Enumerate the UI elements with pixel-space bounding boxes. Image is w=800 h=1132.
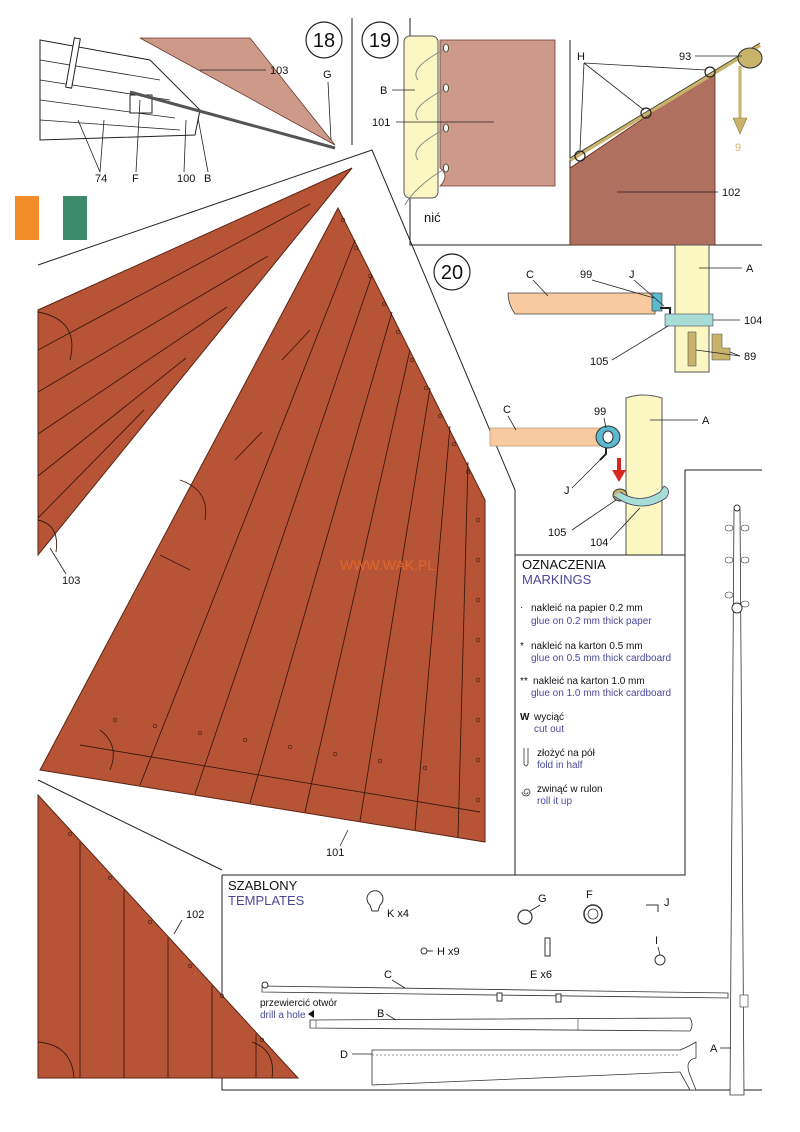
svg-text:A: A (710, 1043, 718, 1055)
svg-text:B: B (380, 85, 387, 97)
markings-title-en: MARKINGS (522, 572, 592, 587)
template-b (309, 1017, 693, 1032)
svg-text:złożyć na pół: złożyć na pół (537, 748, 596, 759)
svg-text:nakleić na karton 1.0 mm: nakleić na karton 1.0 mm (533, 676, 645, 687)
svg-text:101: 101 (372, 117, 390, 129)
fold-icon (523, 748, 529, 767)
svg-text:89: 89 (744, 351, 756, 363)
step-19-badge: 19 (361, 21, 399, 59)
svg-text:nić: nić (424, 210, 441, 225)
svg-text:B: B (377, 1008, 384, 1020)
svg-text:99: 99 (594, 406, 606, 418)
svg-text:20: 20 (441, 262, 463, 284)
svg-text:C: C (503, 404, 511, 416)
svg-text:103: 103 (62, 575, 80, 587)
template-h (420, 947, 428, 955)
step-19-rings-illustration: 9 H 93 102 (568, 42, 763, 246)
step-20-top-illustration: C 99 J A 104 105 89 (507, 244, 762, 373)
templates-title-en: TEMPLATES (228, 893, 305, 908)
template-j (646, 904, 659, 912)
svg-text:nakleić na papier 0.2 mm: nakleić na papier 0.2 mm (531, 603, 643, 614)
svg-text:I: I (655, 935, 658, 947)
watermark: WWW.WAK.PL (340, 557, 435, 573)
svg-text:przewiercić otwór: przewiercić otwór (260, 998, 338, 1009)
svg-text:drill a hole: drill a hole (260, 1010, 306, 1021)
svg-text:74: 74 (95, 173, 107, 185)
svg-text:100: 100 (177, 173, 195, 185)
svg-text:W: W (520, 712, 530, 723)
sail-part-102: 102 (37, 793, 300, 1079)
svg-text:*: * (520, 641, 524, 652)
step-19-lacing-illustration: B 101 nić (372, 35, 556, 225)
markings-legend: OZNACZENIA MARKINGS · nakleić na papier … (515, 554, 685, 807)
template-f (583, 904, 603, 924)
svg-text:wyciąć: wyciąć (533, 712, 564, 723)
step-18-badge: 18 (305, 21, 343, 59)
svg-text:102: 102 (722, 187, 740, 199)
svg-text:D: D (340, 1049, 348, 1061)
svg-text:9: 9 (735, 142, 741, 154)
step-20-exploded-illustration: C 99 A J 105 104 (489, 394, 710, 556)
sail-part-103: 103 (37, 167, 353, 587)
svg-text:K x4: K x4 (387, 908, 409, 920)
svg-text:H: H (577, 51, 585, 63)
sail-part-101: 101 (39, 206, 486, 859)
svg-text:104: 104 (744, 315, 762, 327)
svg-text:C: C (526, 269, 534, 281)
svg-text:glue on 0.5 mm thick cardboard: glue on 0.5 mm thick cardboard (531, 653, 671, 664)
template-d (371, 1041, 697, 1091)
roll-icon (521, 788, 531, 797)
svg-text:G: G (323, 69, 332, 81)
templates-section: SZABLONY TEMPLATES K x4 G F J H x9 E x6 … (228, 504, 750, 1096)
step-18-illustration: 103 G 74 F 100 B (39, 37, 336, 185)
svg-text:fold in half: fold in half (537, 760, 583, 771)
svg-text:glue on 0.2 mm thick paper: glue on 0.2 mm thick paper (531, 616, 652, 627)
svg-text:**: ** (520, 676, 528, 687)
svg-text:J: J (664, 897, 670, 909)
svg-text:F: F (132, 173, 139, 185)
template-c (261, 985, 729, 999)
step-20-badge: 20 (433, 253, 471, 291)
svg-text:104: 104 (590, 537, 608, 549)
svg-text:93: 93 (679, 51, 691, 63)
svg-text:glue on 1.0 mm thick cardboard: glue on 1.0 mm thick cardboard (531, 688, 671, 699)
svg-text:105: 105 (548, 527, 566, 539)
svg-text:99: 99 (580, 269, 592, 281)
svg-text:101: 101 (326, 847, 344, 859)
svg-text:A: A (746, 263, 754, 275)
svg-text:C: C (384, 969, 392, 981)
svg-text:B: B (204, 173, 211, 185)
flag-icon (15, 196, 87, 240)
svg-text:·: · (520, 602, 523, 613)
template-i (654, 954, 666, 966)
svg-text:F: F (586, 889, 593, 901)
svg-text:A: A (702, 415, 710, 427)
templates-title: SZABLONY (228, 878, 298, 893)
svg-text:zwinąć w rulon: zwinąć w rulon (537, 784, 603, 795)
template-k (366, 890, 384, 912)
svg-text:102: 102 (186, 909, 204, 921)
svg-text:18: 18 (313, 30, 335, 52)
svg-text:E x6: E x6 (530, 969, 552, 981)
svg-text:roll it up: roll it up (537, 796, 572, 807)
svg-text:19: 19 (369, 30, 391, 52)
svg-text:H x9: H x9 (437, 946, 460, 958)
svg-text:J: J (629, 269, 635, 281)
template-g (517, 909, 533, 925)
sail-101-eyelets (112, 217, 481, 803)
svg-text:nakleić na karton 0.5 mm: nakleić na karton 0.5 mm (531, 641, 643, 652)
svg-text:G: G (538, 893, 547, 905)
svg-text:J: J (564, 485, 570, 497)
markings-title: OZNACZENIA (522, 557, 606, 572)
template-e (544, 937, 551, 957)
svg-text:103: 103 (270, 65, 288, 77)
svg-text:cut out: cut out (534, 724, 564, 735)
svg-text:105: 105 (590, 356, 608, 368)
